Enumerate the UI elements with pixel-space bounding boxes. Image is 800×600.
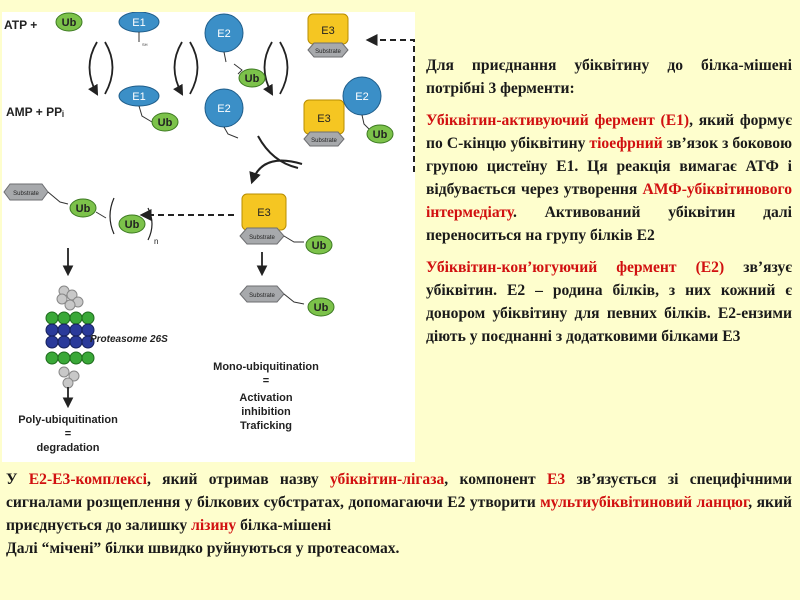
e2-term: Убіквітин-кон’югуючий фермент (Е2)	[426, 259, 725, 276]
svg-text:SH: SH	[142, 42, 148, 47]
e1-enzyme-bottom: E1 Ub	[118, 85, 179, 132]
e3-substrate-mid: E3 Substrate Ub	[239, 193, 333, 255]
arrow-curve-1	[88, 41, 99, 96]
svg-text:Substrate: Substrate	[249, 293, 275, 299]
svg-text:E1: E1	[132, 17, 145, 29]
svg-text:Substrate: Substrate	[13, 191, 39, 197]
arrow-e2-merge	[257, 135, 299, 169]
arrow-curve-4	[189, 41, 199, 95]
e3-paragraph: У Е2-Е3-комплексі, який отримав назву уб…	[6, 471, 793, 534]
e3-substrate-top: E3 Substrate	[307, 13, 349, 58]
svg-text:E2: E2	[217, 28, 230, 40]
proteasome-paragraph: Далі “мічені” білки швидко руйнуються у …	[6, 540, 400, 557]
svg-text:Traficking: Traficking	[240, 420, 292, 432]
ub-atp: Ub	[55, 12, 83, 32]
svg-text:Ub: Ub	[373, 129, 388, 141]
proteasome-label: Proteasome 26S	[90, 334, 168, 345]
svg-text:E3: E3	[317, 113, 330, 125]
svg-text:degradation: degradation	[37, 442, 100, 454]
svg-text:E3: E3	[321, 25, 334, 37]
intro-text: Для приєднання убіквітину до білка-мішен…	[426, 57, 792, 97]
svg-text:Mono-ubiquitination: Mono-ubiquitination	[213, 361, 319, 373]
arrow-curve-2	[104, 41, 114, 95]
mono-ubiquitination-label: Mono-ubiquitination = Activation inhibit…	[213, 361, 319, 432]
substrate-poly-ub: Substrate Ub Ub n	[3, 183, 158, 246]
svg-text:Substrate: Substrate	[315, 49, 341, 55]
ub-label: Ub	[62, 17, 77, 29]
proteasome-icon	[45, 285, 95, 389]
amp-label: AMP + PPᵢ	[6, 105, 64, 119]
ubiquitination-diagram: ATP + Ub AMP + PPᵢ E1 SH E1 Ub	[2, 12, 415, 462]
amp-intermediate-term: АМФ-убіквітинового інтермедіату	[426, 181, 792, 221]
svg-text:=: =	[65, 428, 71, 440]
svg-text:E2: E2	[355, 91, 368, 103]
thioester-term: тіоефрний	[589, 135, 663, 152]
bottom-paragraph: У Е2-Е3-комплексі, який отримав назву уб…	[6, 468, 792, 560]
recycle-dashed-arrow	[365, 34, 415, 172]
e1-paragraph: Убіквітин-активуючий фермент (Е1), який …	[426, 112, 792, 244]
svg-text:Poly-ubiquitination: Poly-ubiquitination	[18, 414, 118, 426]
svg-text:inhibition: inhibition	[241, 406, 291, 418]
svg-text:Ub: Ub	[125, 219, 140, 231]
svg-text:Ub: Ub	[245, 73, 260, 85]
e1-term: Убіквітин-активуючий фермент (Е1)	[426, 112, 690, 129]
e1-enzyme-top: E1 SH	[118, 12, 160, 47]
e3-e2-complex: E3 Substrate E2 Ub	[303, 76, 394, 147]
poly-ubiquitination-label: Poly-ubiquitination = degradation	[18, 414, 118, 454]
e2-enzyme-bottom: E2	[204, 88, 244, 139]
e2-enzyme-top: E2	[204, 13, 244, 63]
svg-text:E3: E3	[257, 207, 270, 219]
intro-paragraph: Для приєднання убіквітину до білка-мішен…	[426, 54, 792, 100]
svg-text:=: =	[263, 375, 269, 387]
atp-label: ATP +	[4, 18, 37, 32]
multiubiquitin-chain-term: мультиубіквітиновий ланцюг	[540, 494, 749, 511]
lysine-term: лізину	[191, 517, 237, 534]
diagram-canvas: ATP + Ub AMP + PPᵢ E1 SH E1 Ub	[3, 12, 415, 454]
arrow-to-e3-bottom	[249, 159, 303, 185]
arrow-curve-3	[173, 41, 184, 96]
svg-text:Substrate: Substrate	[311, 138, 337, 144]
svg-text:Ub: Ub	[312, 240, 327, 252]
svg-text:E2: E2	[217, 103, 230, 115]
svg-text:E1: E1	[132, 91, 145, 103]
e3-term: Е3	[547, 471, 566, 488]
svg-text:Ub: Ub	[76, 203, 91, 215]
svg-text:Substrate: Substrate	[249, 235, 275, 241]
svg-text:Activation: Activation	[239, 392, 292, 404]
svg-text:Ub: Ub	[314, 302, 329, 314]
svg-text:Ub: Ub	[158, 117, 173, 129]
explanation-panel: Для приєднання убіквітину до білка-мішен…	[426, 54, 792, 357]
ub-on-e2-mid: Ub	[233, 63, 266, 88]
arrow-curve-6	[279, 41, 289, 95]
e2-e3-complex-term: Е2-Е3-комплексі	[28, 471, 147, 488]
substrate-mono-ub: Substrate Ub	[239, 285, 335, 317]
ligase-term: убіквітин-лігаза	[329, 471, 445, 488]
arrow-curve-5	[263, 41, 274, 96]
e2-paragraph: Убіквітин-кон’югуючий фермент (Е2) зв’яз…	[426, 259, 792, 345]
svg-text:n: n	[154, 237, 158, 246]
